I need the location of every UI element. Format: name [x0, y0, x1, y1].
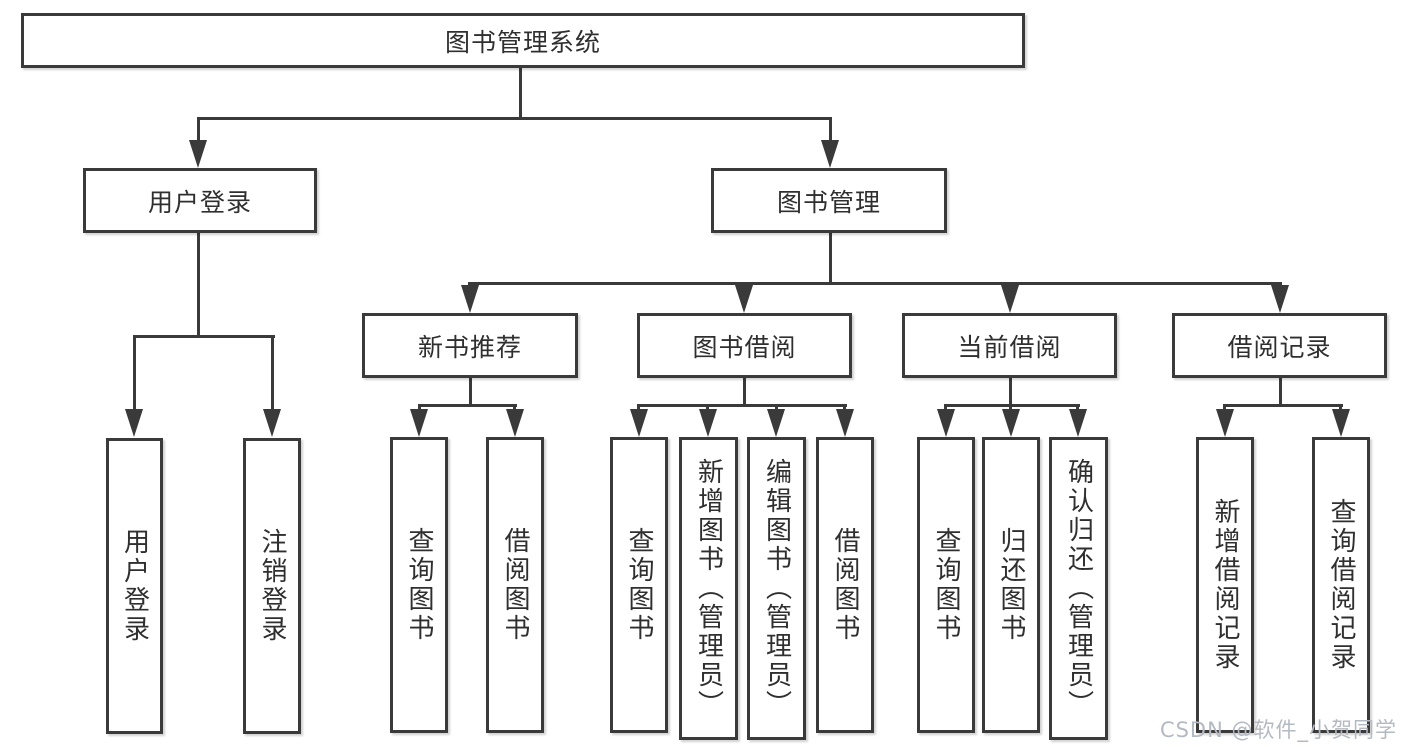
connector-line [843, 404, 846, 412]
connector-line [197, 117, 832, 120]
node-leaf-borrow-books: 借阅图书 [816, 437, 874, 733]
arrowhead-down-icon [767, 409, 785, 437]
arrowhead-down-icon [1001, 285, 1019, 313]
node-module-book-borrowing: 图书借阅 [637, 313, 852, 378]
node-leaf-user-login: 用户登录 [106, 438, 163, 734]
arrowhead-down-icon [189, 140, 207, 168]
arrowhead-down-icon [461, 285, 479, 313]
connector-line [418, 404, 421, 412]
arrowhead-down-icon [506, 409, 524, 437]
connector-line [197, 233, 200, 337]
connector-line [944, 404, 947, 412]
arrowhead-down-icon [821, 140, 839, 168]
arrowhead-down-icon [735, 285, 753, 313]
connector-line [1224, 404, 1343, 407]
node-leaf-query-books-borrow: 查询图书 [610, 437, 668, 733]
node-module-new-book-recommend: 新书推荐 [362, 313, 578, 378]
arrowhead-down-icon [1002, 409, 1020, 437]
node-leaf-query-borrow-record: 查询借阅记录 [1312, 437, 1370, 733]
connector-line [513, 404, 516, 412]
connector-line [706, 404, 709, 412]
node-leaf-query-books-recommend: 查询图书 [390, 437, 448, 733]
node-leaf-return-books: 归还图书 [982, 437, 1040, 733]
node-leaf-confirm-return-admin: 确认归还（管理员） [1049, 437, 1108, 740]
connector-line [418, 404, 517, 407]
connector-line [1009, 404, 1012, 412]
connector-line [1009, 378, 1012, 406]
arrowhead-down-icon [630, 409, 648, 437]
arrowhead-down-icon [263, 409, 281, 437]
node-branch-book-management: 图书管理 [711, 168, 947, 233]
connector-line [271, 335, 274, 413]
connector-line [1223, 404, 1226, 412]
connector-line [743, 378, 746, 406]
arrowhead-down-icon [125, 409, 143, 437]
arrowhead-down-icon [410, 409, 428, 437]
arrowhead-down-icon [1271, 285, 1289, 313]
node-leaf-logout: 注销登录 [243, 438, 301, 734]
arrowhead-down-icon [1216, 409, 1234, 437]
node-module-borrowing-records: 借阅记录 [1172, 313, 1387, 378]
connector-line [829, 233, 832, 284]
node-leaf-borrow-books-recommend: 借阅图书 [486, 437, 544, 733]
connector-line [468, 282, 1282, 285]
node-branch-user-login: 用户登录 [83, 168, 317, 233]
connector-line [945, 404, 1080, 407]
node-module-current-borrowing: 当前借阅 [902, 313, 1117, 378]
connector-line [637, 404, 640, 412]
connector-line [197, 117, 200, 145]
arrowhead-down-icon [1332, 409, 1350, 437]
connector-line [1339, 404, 1342, 412]
node-leaf-add-book-admin: 新增图书（管理员） [679, 437, 738, 740]
arrowhead-down-icon [699, 409, 717, 437]
connector-line [1076, 404, 1079, 412]
connector-line [829, 117, 832, 145]
arrowhead-down-icon [1069, 409, 1087, 437]
arrowhead-down-icon [836, 409, 854, 437]
connector-line [775, 404, 778, 412]
arrowhead-down-icon [937, 409, 955, 437]
connector-line [519, 68, 522, 118]
connector-line [638, 404, 847, 407]
connector-line [133, 335, 136, 413]
connector-line [1279, 378, 1282, 406]
node-root-library-management-system: 图书管理系统 [21, 13, 1025, 68]
csdn-watermark: CSDN @软件_小贺同学 [1159, 718, 1397, 742]
node-leaf-edit-book-admin: 编辑图书（管理员） [747, 437, 806, 740]
connector-line [469, 378, 472, 406]
node-leaf-add-borrow-record: 新增借阅记录 [1196, 437, 1254, 733]
connector-line [133, 335, 275, 338]
node-leaf-query-books-current: 查询图书 [917, 437, 975, 733]
